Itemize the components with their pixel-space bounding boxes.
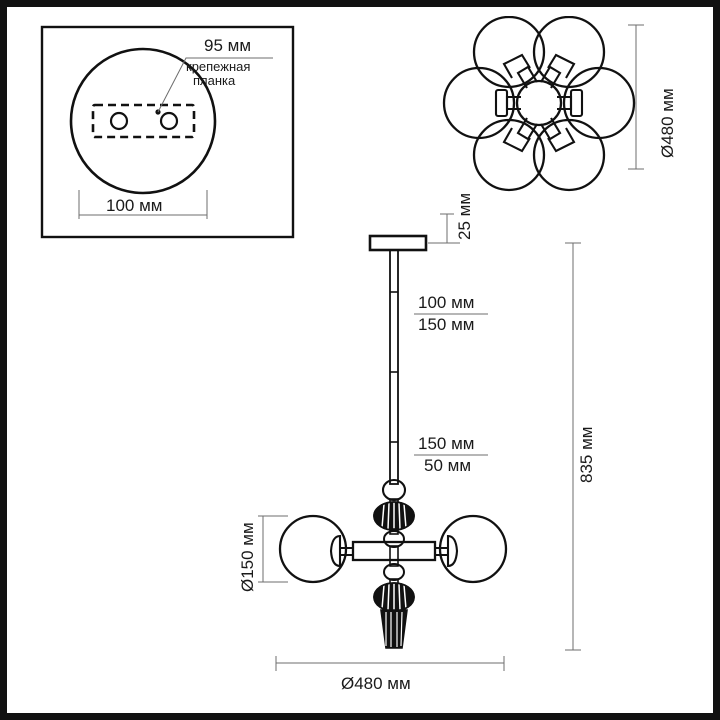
mounting-hole-right	[159, 111, 179, 131]
rod-option-c-label: 150 мм	[418, 434, 474, 453]
socket-upper-left	[502, 53, 531, 79]
front-globe-left	[278, 514, 348, 584]
top-view-group: Ø480 мм	[442, 15, 677, 192]
ceiling-base-circle	[69, 47, 217, 195]
detail-callout-value: 95 мм	[204, 36, 251, 55]
suspension-rod	[389, 249, 399, 485]
socket-lower-left	[502, 127, 531, 153]
detail-base-diameter-label: 100 мм	[106, 196, 162, 215]
top-view-diameter-label: Ø480 мм	[658, 88, 677, 158]
top-view-hub	[515, 79, 563, 127]
top-view-arms	[494, 53, 584, 153]
inner-frame-highlight	[14, 14, 706, 706]
canopy-height-label: 25 мм	[455, 193, 474, 240]
total-height-label: 835 мм	[577, 427, 596, 483]
tassel-finial	[380, 609, 408, 649]
front-view-group: 25 мм 100 мм 150 мм 150 мм 50 мм Ø150 мм…	[238, 193, 596, 693]
detail-callout-label-1: крепежная	[186, 59, 250, 74]
arm-lower-right	[540, 117, 562, 141]
top-globe-lower-left	[472, 118, 546, 192]
front-globe-right	[438, 514, 508, 584]
detail-box-border	[40, 25, 295, 239]
socket-upper-right	[547, 53, 576, 79]
ceiling-mount-detail-group: 95 мм крепежная планка 100 мм	[40, 25, 295, 239]
arm-lower-left	[516, 117, 538, 141]
mid-bead-sphere	[383, 530, 405, 548]
overall-width-label: Ø480 мм	[341, 674, 411, 693]
top-globe-upper-left	[472, 15, 546, 89]
socket-lower-right	[547, 127, 576, 153]
top-globe-lower-right	[532, 118, 606, 192]
socket-left	[494, 88, 509, 118]
arm-upper-right	[540, 65, 562, 89]
arm-upper-left	[516, 65, 538, 89]
socket-right	[569, 88, 584, 118]
rod-option-a-label: 100 мм	[418, 293, 474, 312]
lower-collar-top	[389, 559, 399, 567]
socket-front-right	[446, 534, 459, 568]
top-globe-upper-right	[532, 15, 606, 89]
globe-diameter-label: Ø150 мм	[238, 522, 257, 592]
rod-option-b-label: 150 мм	[418, 315, 474, 334]
lower-bead-sphere	[383, 563, 405, 581]
lower-ribbed-sphere	[373, 582, 415, 612]
upper-bead-sphere	[381, 478, 407, 502]
detail-callout-label-2: планка	[193, 73, 236, 88]
mounting-hole-left	[109, 111, 129, 131]
socket-front-left	[329, 534, 342, 568]
rod-option-d-label: 50 мм	[424, 456, 471, 475]
callout-leader-line	[157, 57, 273, 113]
